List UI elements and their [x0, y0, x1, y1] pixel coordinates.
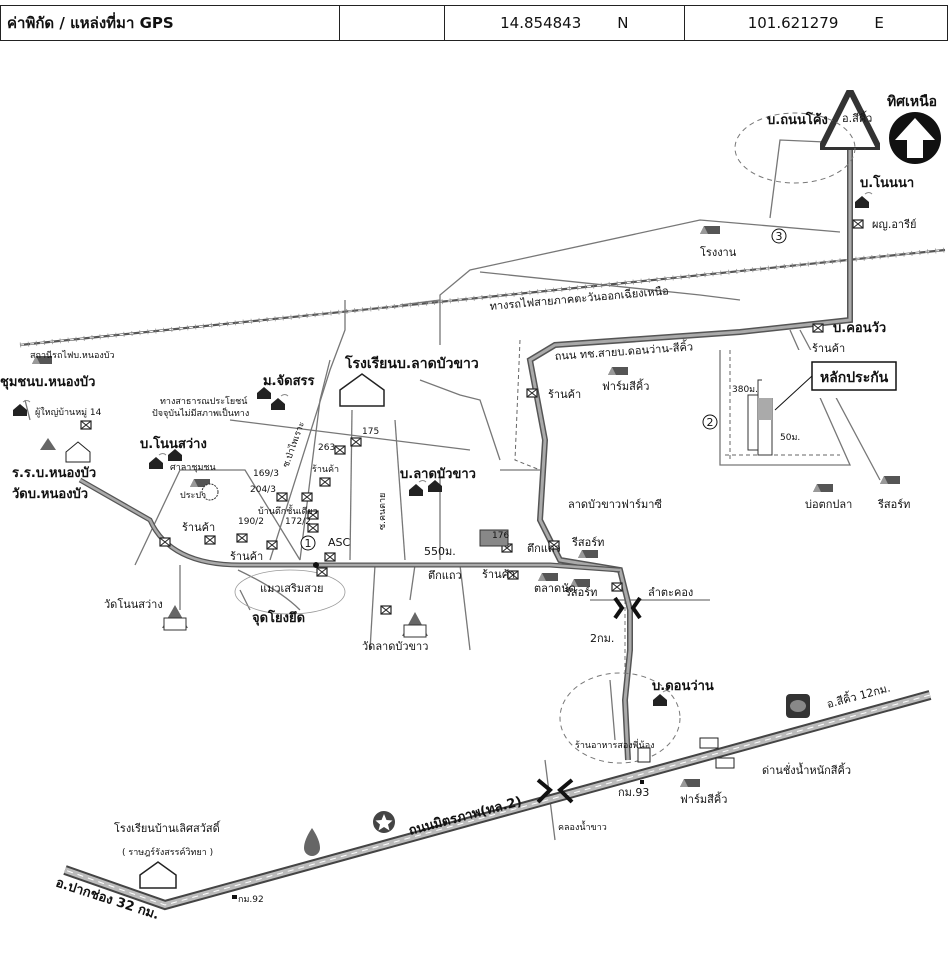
label-school-loet: โรงเรียนบ้านเลิศสวัสดิ์	[114, 820, 221, 835]
label-building-1: ตึกแถว	[527, 542, 561, 555]
longitude-unit: E	[874, 14, 884, 32]
village-non-na: บ.โนนนา	[860, 174, 914, 191]
label-resort-3: รีสอร์ท	[877, 498, 910, 511]
label-shop-2: ร้านค้า	[312, 464, 339, 475]
village-non-sawang: บ.โนนสว่าง	[140, 435, 207, 452]
village-lat-bua-khao: บ.ลาดบัวขาว	[400, 467, 476, 482]
north-arrow-icon	[889, 112, 941, 164]
label-house-169: 169/3	[253, 469, 279, 479]
longitude-value: 101.621279	[747, 14, 839, 32]
friendship-highway	[63, 690, 932, 911]
label-shop-5: ร้านค้า	[482, 568, 515, 581]
village-khon-wua: บ.คอนวัว	[833, 321, 886, 336]
svg-text:3: 3	[776, 230, 783, 243]
school-icons	[65, 373, 385, 889]
label-house-190: 190/2	[238, 517, 264, 527]
building-icons	[32, 226, 900, 787]
longitude-cell: 101.621279 E	[685, 6, 947, 40]
village-chatsan: ม.จัดสรร	[263, 374, 314, 389]
label-fishpond: บ่อตกปลา	[805, 498, 852, 511]
label-school-main: โรงเรียนบ.ลาดบัวขาว	[344, 354, 479, 372]
label-dist-550: 550ม.	[424, 545, 456, 558]
label-factory: โรงงาน	[700, 245, 737, 259]
marker-1: 1	[300, 535, 316, 551]
label-resort-1: รีสอร์ท	[571, 536, 604, 549]
label-weigh-station: ด่านชั่งน้ำหนักสีคิ้ว	[762, 762, 851, 777]
label-farm-sikhio-2: ฟาร์มสีคิ้ว	[680, 791, 727, 806]
label-house-176: 176	[492, 531, 509, 541]
label-dist-50: 50ม.	[780, 433, 800, 443]
label-house-vacant: บ้านตึกชั้นเดียว	[258, 504, 318, 517]
label-start-point: จุดโยงยึด	[252, 609, 305, 626]
svg-text:2: 2	[707, 416, 714, 429]
label-house-263: 263	[318, 443, 335, 453]
gps-blank-cell	[340, 6, 446, 40]
label-cat-shop: แมวเสริมสวย	[260, 582, 324, 595]
minor-roads	[24, 139, 881, 841]
label-sikhio-top: อ.สีคิ้ว	[842, 110, 872, 125]
label-shop-4: ร้านค้า	[230, 550, 263, 563]
village-community-nongbua: ชุมชนบ.หนองบัว	[0, 375, 95, 390]
label-soi-2: ซ.คนตาย	[378, 493, 388, 530]
label-farm-sikhio-1: ฟาร์มสีคิ้ว	[602, 378, 649, 393]
label-shop-khon: ร้านค้า	[812, 342, 845, 355]
label-restaurant: ร้านอาหารสองพี่น้อง	[575, 738, 655, 751]
label-temple-non: วัดโนนสว่าง	[104, 597, 163, 611]
star-icon	[373, 811, 395, 833]
label-market: ตลาดนัด	[534, 582, 576, 595]
label-temple-nongbua: วัดบ.หนองบัว	[12, 487, 88, 502]
label-shop-1: ร้านค้า	[548, 388, 581, 401]
latitude-value: 14.854843	[500, 14, 582, 32]
north-label: ทิศเหนือ	[887, 94, 937, 110]
label-shop-3: ร้านค้า	[182, 521, 215, 534]
label-house-204: 204/3	[250, 485, 276, 495]
label-resort-2: รีสอร์ท	[564, 586, 597, 599]
label-public-way: ทางสาธารณประโยชน์	[160, 395, 248, 407]
marker-2: 2	[702, 414, 718, 430]
landmark-label: หลักประกัน	[820, 370, 889, 386]
label-school-nongbua: ร.ร.บ.หนองบัว	[12, 466, 96, 481]
temple-icons	[40, 438, 428, 638]
label-sala: ศาลาชุมชน	[170, 463, 216, 473]
label-dist-2km: 2กม.	[590, 632, 614, 645]
label-station: สถานีรถไฟบ.หนองบัว	[30, 350, 115, 361]
gps-header-table: ค่าพิกัด / แหล่งที่มา GPS 14.854843 N 10…	[0, 5, 948, 41]
gas-station-icon	[304, 828, 320, 856]
latitude-cell: 14.854843 N	[445, 6, 685, 40]
leaf-icon	[786, 694, 810, 718]
label-km93: กม.93	[618, 786, 649, 799]
label-house-175: 175	[362, 427, 379, 437]
label-km92: กม.92	[238, 895, 264, 905]
village-thanon-khong: บ.ถนนโค้ง	[767, 111, 828, 128]
gps-label: ค่าพิกัด / แหล่งที่มา GPS	[1, 6, 341, 40]
label-phuyai-ari: ผญ.อารีย์	[872, 218, 916, 231]
label-canal-lam: ลำตะคอง	[648, 586, 693, 599]
label-dist-380: 380ม.	[732, 385, 758, 395]
label-house-172: 172/2	[285, 517, 311, 527]
label-canal-khao: คลองน้ำขาว	[558, 820, 607, 833]
village-don-wan: บ.ดอนว่าน	[652, 679, 714, 694]
marker-3: 3	[771, 228, 787, 244]
label-building-2: ตึกแถว	[428, 569, 462, 582]
label-pracha: ประปา	[180, 491, 206, 501]
railway-line	[19, 247, 946, 348]
label-asc: ASC	[328, 536, 351, 549]
label-school-loet-2: ( ราษฎร์รังสรรค์วิทยา )	[122, 846, 213, 858]
label-headman: ผู้ใหญ่บ้านหมู่ 14	[35, 407, 102, 418]
main-road	[78, 120, 850, 761]
label-public-way-2: ปัจจุบันไม่มีสภาพเป็นทาง	[152, 406, 249, 419]
svg-text:1: 1	[305, 537, 312, 550]
latitude-unit: N	[617, 14, 629, 32]
label-coop: ลาดบัวขาวฟาร์มาซี	[568, 498, 662, 511]
label-temple-lat: วัดลาดบัวขาว	[362, 640, 428, 653]
